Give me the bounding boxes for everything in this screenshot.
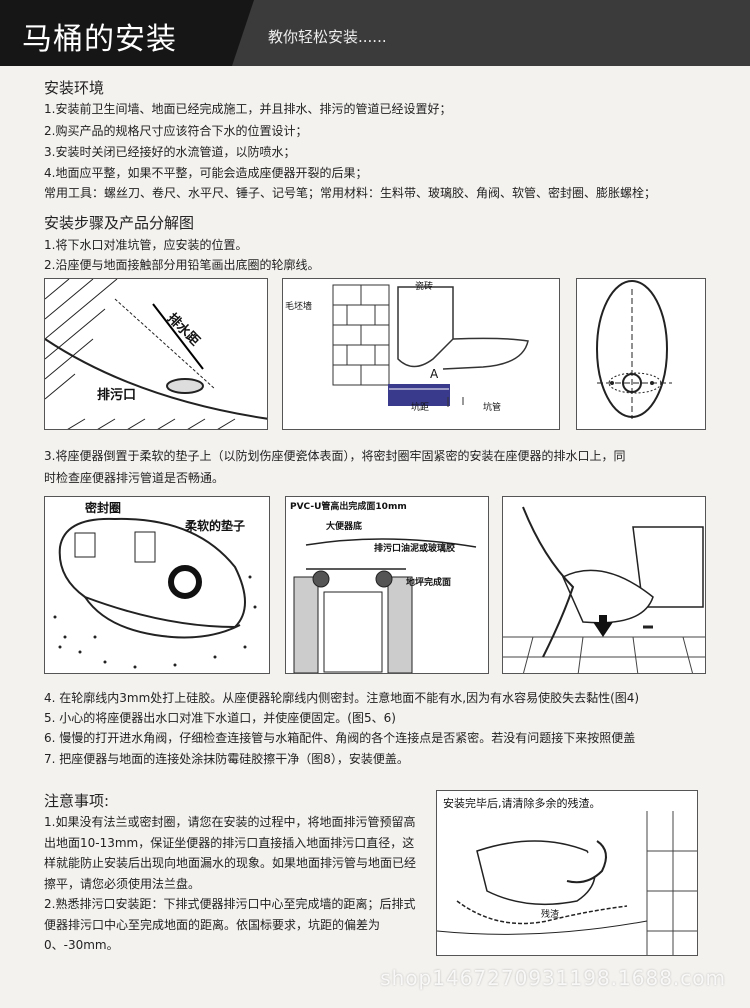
- env-line: 1.安装前卫生间墙、地面已经完成施工，并且排水、排污的管道已经设置好；: [44, 102, 452, 116]
- env-title: 安装环境: [44, 79, 105, 97]
- env-line: 4.地面应平整，如果不平整，可能会造成座便器开裂的后果；: [44, 166, 368, 180]
- fig2-pit-pipe-label: 坑管: [483, 403, 502, 413]
- step-line: 5. 小心的将座便器出水口对准下水道口，并使座便固定。(图5、6): [44, 711, 396, 725]
- fig4-drawing: [53, 517, 257, 669]
- step-line: 1.将下水口对准坑管，应安装的位置。: [44, 238, 248, 252]
- title-box: [0, 0, 232, 66]
- fig2-pit-distance-label: 坑距: [411, 403, 430, 413]
- figure-1: 排水距 排污口: [44, 278, 268, 430]
- step-line: 3.将座便器倒置于柔软的垫子上（以防划伤座便瓷体表面），将密封圈牢固紧密的安装在…: [44, 449, 626, 463]
- env-line: 常用工具：螺丝刀、卷尺、水平尺、锤子、记号笔；常用材料：生料带、玻璃胶、角阀、软…: [44, 186, 657, 200]
- fig8-residue-label: 残渣: [541, 910, 560, 920]
- step-line: 4. 在轮廓线内3mm处打上硅胶。从座便器轮廓线内侧密封。注意地面不能有水,因为…: [44, 691, 640, 705]
- notes-body: 1.如果没有法兰或密封圈，请您在安装的过程中，将地面排污管预留高出地面10-13…: [44, 812, 420, 956]
- fig6-drawing: [503, 506, 705, 673]
- page-subtitle: 教你轻松安装......: [268, 28, 387, 46]
- figure-4: 密封圈 柔软的垫子: [44, 496, 270, 674]
- fig1-drawing: [45, 279, 267, 429]
- fig3-drawing: [596, 280, 672, 419]
- watermark: shop1467270931198.1688.com: [380, 966, 726, 990]
- figure-2: 瓷砖 毛坯墙 A 坑距 坑管: [282, 278, 560, 430]
- fig2-tile-label: 瓷砖: [415, 282, 434, 292]
- fig5-floor-label: 地坪完成面: [406, 578, 452, 588]
- note-paragraph: 1.如果没有法兰或密封圈，请您在安装的过程中，将地面排污管预留高出地面10-13…: [44, 815, 417, 891]
- note-paragraph: 2.熟悉排污口安装距：下排式便器排污口中心至完成墙的距离；后排式便器排污口中心至…: [44, 897, 416, 952]
- step-line: 7. 把座便器与地面的连接处涂抹防霉硅胶擦干净（图8），安装便盖。: [44, 752, 409, 766]
- step-line: 2.沿座便与地面接触部分用铅笔画出底圈的轮廓线。: [44, 258, 320, 272]
- header-bar: 马桶的安装 教你轻松安装......: [0, 0, 750, 66]
- figure-6: [502, 496, 706, 674]
- step-line: 时检查座便器排污管道是否畅通。: [44, 471, 225, 485]
- page-title: 马桶的安装: [22, 22, 177, 57]
- fig4-soft-pad-label: 柔软的垫子: [185, 519, 246, 533]
- fig2-a-label: A: [430, 367, 439, 381]
- fig5-putty-label: 排污口油泥或玻璃胶: [374, 544, 456, 554]
- fig2-rough-wall-label: 毛坯墙: [285, 302, 313, 312]
- figure-3: [576, 278, 706, 430]
- notes-title: 注意事项:: [44, 792, 110, 810]
- env-line: 3.安装时关闭已经接好的水流管道，以防喷水；: [44, 145, 296, 159]
- step-line: 6. 慢慢的打开进水角阀，仔细检查连接管与水箱配件、角阀的各个连接点是否紧密。若…: [44, 731, 636, 745]
- fig8-drawing: [437, 811, 697, 955]
- figure-8: 安装完毕后,请清除多余的残渣。 残渣: [436, 790, 698, 956]
- fig8-caption: 安装完毕后,请清除多余的残渣。: [443, 797, 601, 810]
- fig1-sewage-outlet-label: 排污口: [97, 388, 137, 403]
- figure-5: PVC-U管高出完成面10mm 大便器底 排污口油泥或玻璃胶 地坪完成面: [285, 496, 489, 674]
- env-line: 2.购买产品的规格尺寸应该符合下水的位置设计；: [44, 124, 308, 138]
- fig5-toilet-bottom-label: 大便器底: [326, 522, 363, 532]
- steps-title: 安装步骤及产品分解图: [44, 214, 195, 232]
- fig5-drawing: [293, 538, 477, 673]
- fig2-drawing: [332, 284, 529, 407]
- fig5-pvc-label: PVC-U管高出完成面10mm: [290, 502, 407, 512]
- title-notch: [232, 0, 254, 66]
- fig4-seal-ring-label: 密封圈: [85, 501, 122, 515]
